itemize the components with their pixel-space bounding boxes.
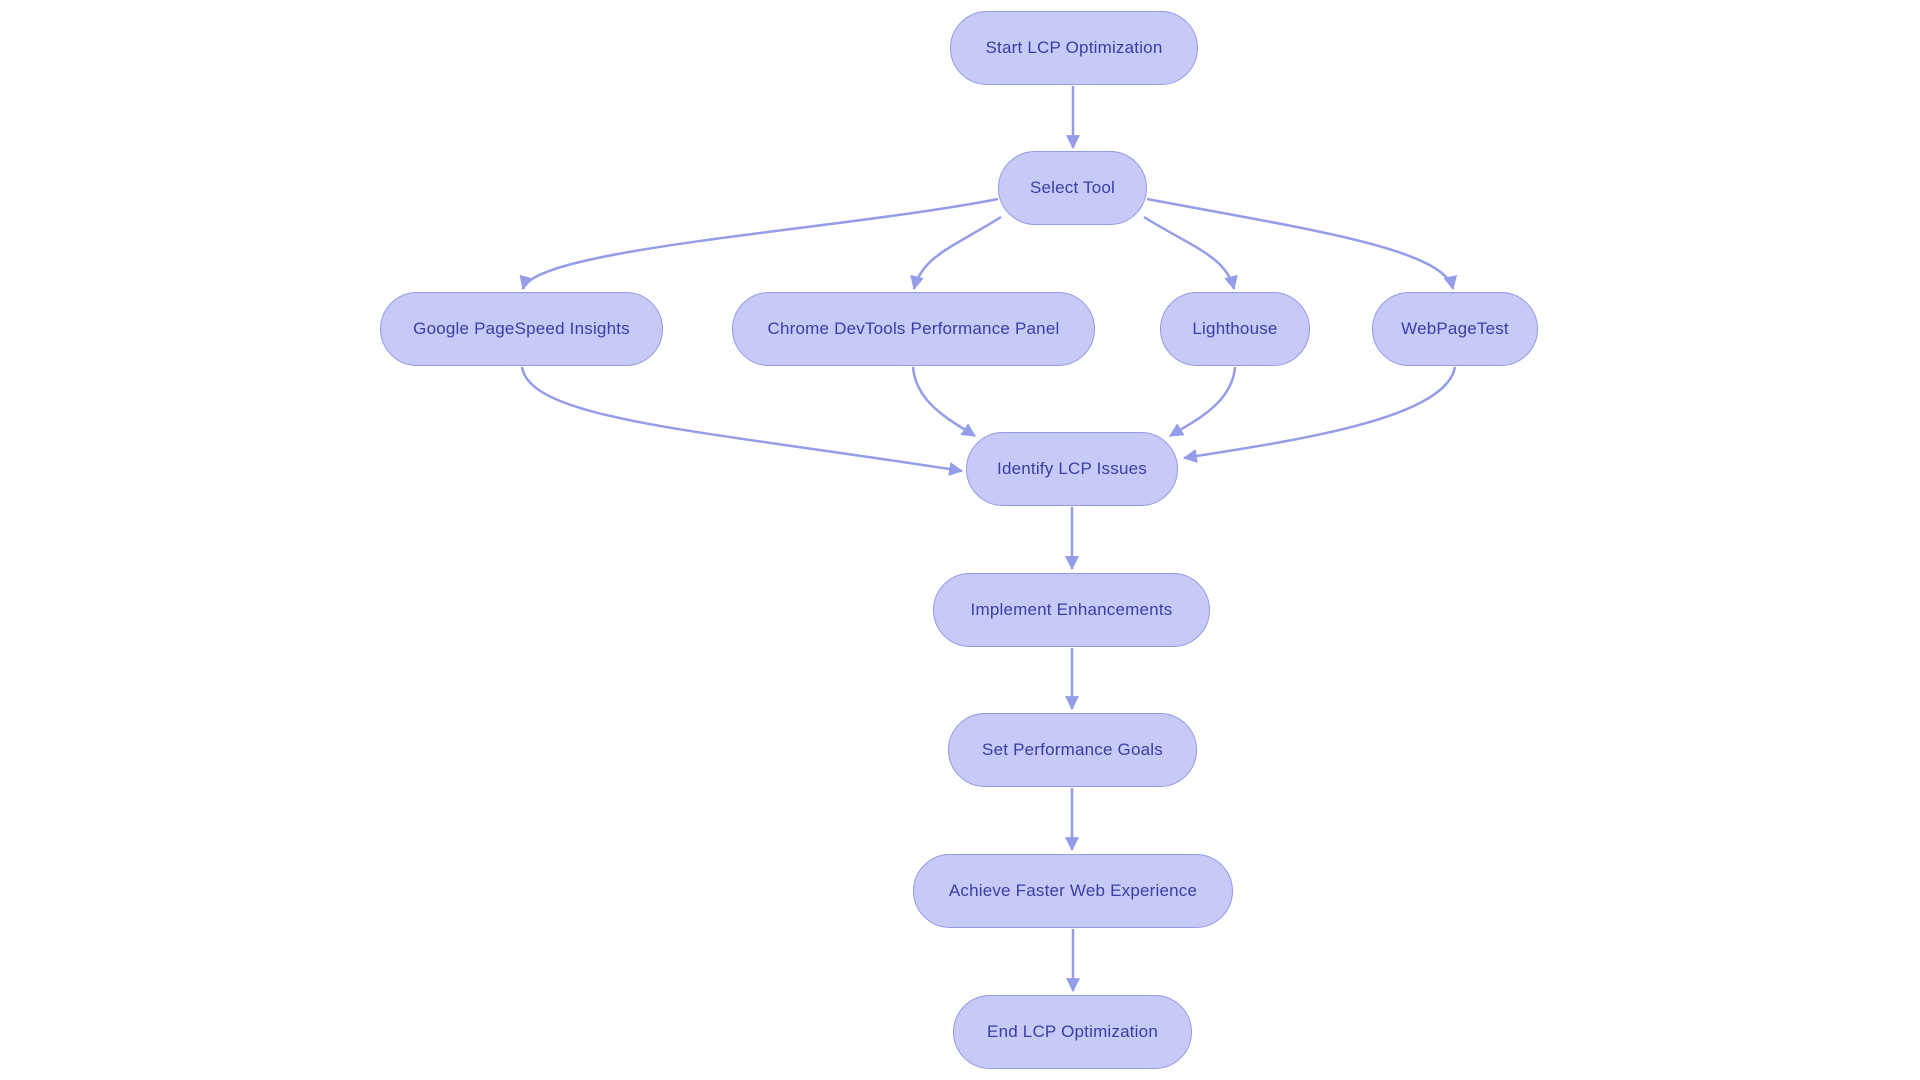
edge-gpi-to-identify <box>520 366 964 476</box>
node-google-pagespeed-insights: Google PageSpeed Insights <box>380 292 663 366</box>
edge-select-tool-to-chrome <box>910 215 1002 291</box>
edge-chrome-to-identify <box>911 366 976 438</box>
edge-select-tool-to-webpagetest <box>1146 197 1458 291</box>
node-chrome-devtools-performance: Chrome DevTools Performance Panel <box>732 292 1095 366</box>
node-webpagetest: WebPageTest <box>1372 292 1538 366</box>
edge-lighthouse-to-identify <box>1169 366 1237 438</box>
node-lighthouse: Lighthouse <box>1160 292 1310 366</box>
node-start-lcp-optimization: Start LCP Optimization <box>950 11 1198 85</box>
edge-webpagetest-to-identify <box>1182 366 1457 463</box>
node-implement-enhancements: Implement Enhancements <box>933 573 1210 647</box>
node-set-performance-goals: Set Performance Goals <box>948 713 1197 787</box>
node-end-lcp-optimization: End LCP Optimization <box>953 995 1192 1069</box>
edge-select-tool-to-gpi <box>519 197 999 291</box>
node-identify-lcp-issues: Identify LCP Issues <box>966 432 1178 506</box>
node-achieve-faster-web-experience: Achieve Faster Web Experience <box>913 854 1233 928</box>
edge-select-tool-to-lighthouse <box>1143 215 1238 291</box>
node-select-tool: Select Tool <box>998 151 1147 225</box>
